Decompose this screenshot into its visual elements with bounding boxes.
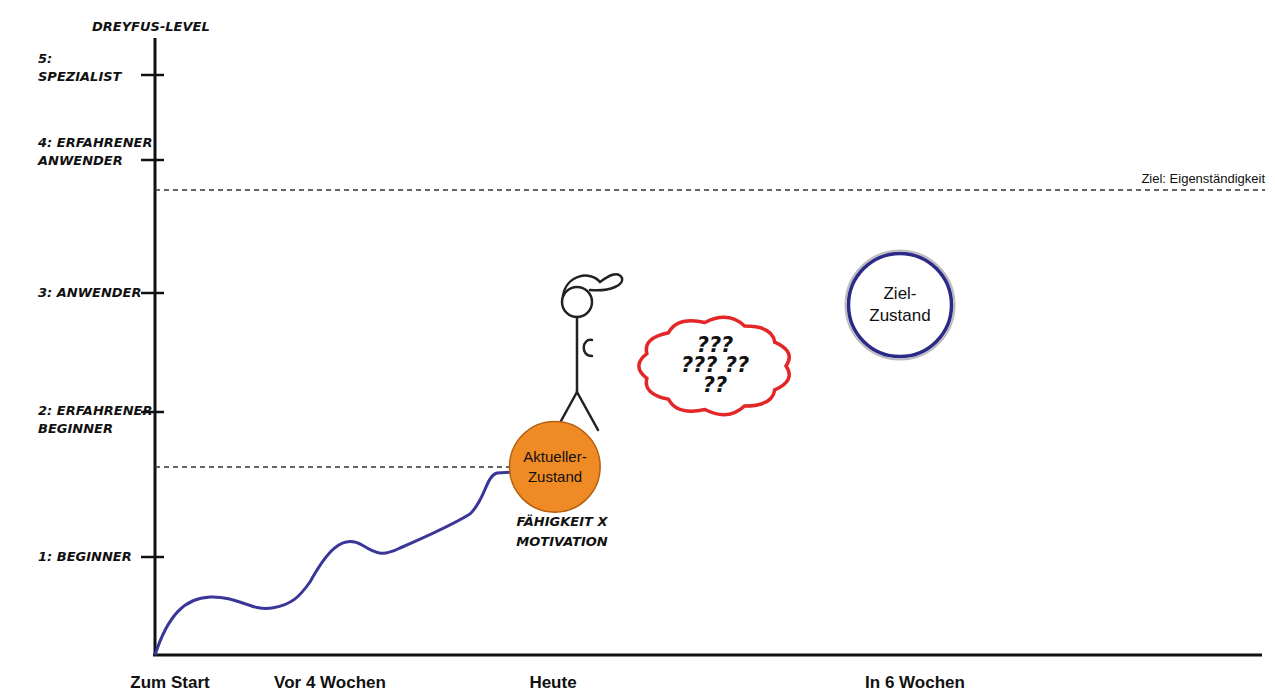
- node-text: Ziel-Zustand: [857, 283, 943, 327]
- current-state-circle-outline: [508, 420, 602, 514]
- time-label: Vor 4 Wochen: [274, 673, 386, 693]
- level-label: 5: SPEZIALIST: [38, 50, 130, 85]
- time-label: In 6 Wochen: [865, 673, 965, 693]
- current-state-circle: Aktueller-Zustand: [508, 420, 602, 514]
- ring-outer: [846, 251, 955, 360]
- current-line: [155, 466, 517, 467]
- formula-note: FÄHIGKEIT X MOTIVATION: [507, 512, 617, 551]
- node-text: Aktueller-Zustand: [518, 447, 592, 486]
- question-cloud: ??? ??? ?? ??: [630, 310, 800, 422]
- target-state-circle: Ziel-Zustand: [844, 249, 956, 361]
- level-label: 3: ANWENDER: [38, 284, 142, 302]
- level-label: 4: ERFAHRENER ANWENDER: [38, 134, 156, 169]
- progress-curve: [155, 472, 517, 655]
- y-axis: [154, 38, 157, 656]
- cloud-outline: [639, 317, 789, 414]
- circle-fill: [510, 422, 601, 513]
- node-text: ??? ??? ?? ??: [680, 336, 750, 396]
- goal-line: [155, 189, 1265, 190]
- ring-inner: [849, 254, 952, 357]
- time-label: Zum Start: [130, 673, 209, 693]
- x-axis: [153, 654, 1262, 657]
- time-label: Heute: [529, 673, 576, 693]
- goal-note: Ziel: Eigenständigkeit: [1141, 171, 1265, 186]
- axis-title: DREYFUS-LEVEL: [92, 18, 210, 36]
- stick-figure: [556, 274, 622, 430]
- level-label: 2: ERFAHRENER BEGINNER: [38, 402, 156, 437]
- level-label: 1: BEGINNER: [38, 548, 132, 566]
- target-state-circle-outline: [844, 249, 956, 361]
